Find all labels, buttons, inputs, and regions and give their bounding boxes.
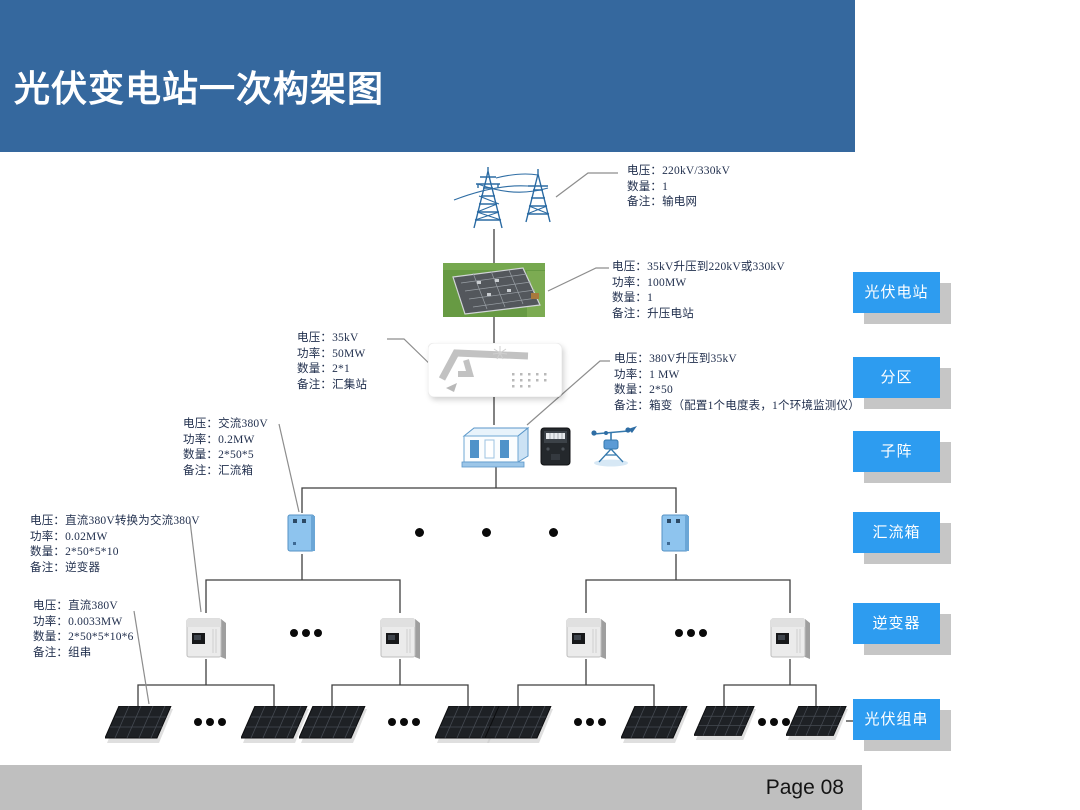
anno-line: 备注：逆变器 [30, 561, 101, 574]
ellipsis-dots [290, 629, 298, 637]
title-bar: 光伏变电站一次构架图 [0, 0, 855, 152]
anno-line: 功率：1 MW [614, 368, 680, 381]
anno-line: 备注：箱变（配置1个电度表，1个环境监测仪） [614, 399, 860, 412]
ellipsis-dots [574, 718, 582, 726]
ellipsis-dots [758, 718, 766, 726]
inverter-icon [185, 613, 229, 661]
page-title: 光伏变电站一次构架图 [14, 68, 385, 109]
annotation-collection-station: 电压：35kV 功率：50MW 数量：2*1 备注：汇集站 [297, 331, 367, 393]
anno-line: 备注：输电网 [627, 196, 698, 208]
substation-photo-icon [443, 263, 545, 317]
ellipsis-dots [194, 718, 202, 726]
stage-label-subarray: 子阵 [853, 431, 940, 472]
annotation-grid: 电压：220kV/330kV 数量：1 备注：输电网 [627, 164, 730, 211]
annotation-box-transformer: 电压：380V升压到35kV 功率：1 MW 数量：2*50 备注：箱变（配置1… [614, 352, 860, 414]
ellipsis-dots [314, 629, 322, 637]
inverter-icon [565, 613, 609, 661]
stage-label-pv-plant: 光伏电站 [853, 272, 940, 313]
page-number: Page 08 [765, 776, 844, 799]
ellipsis-dots [770, 718, 778, 726]
ellipsis-dots [586, 718, 594, 726]
anno-line: 备注：汇集站 [297, 378, 368, 391]
ellipsis-dots [412, 718, 420, 726]
anno-line: 备注：组串 [33, 646, 92, 659]
stage-label-combiner: 汇流箱 [853, 512, 940, 553]
annotation-string: 电压：直流380V 功率：0.0033MW 数量：2*50*5*10*6 备注：… [33, 599, 134, 661]
transmission-towers-icon [448, 164, 566, 234]
anno-line: 数量：2*50*5*10*6 [33, 631, 134, 643]
anno-line: 功率：0.02MW [30, 530, 108, 543]
anno-line: 电压：交流380V [183, 418, 268, 430]
ellipsis-dots [302, 629, 310, 637]
anno-line: 数量：1 [627, 180, 669, 193]
stage-label-zone: 分区 [853, 357, 940, 398]
stage-label-pv-string: 光伏组串 [853, 699, 940, 740]
anno-line: 电压：220kV/330kV [627, 165, 731, 177]
anno-line: 电压：35kV升压到220kV或330kV [612, 261, 785, 273]
inverter-icon [769, 613, 813, 661]
anno-line: 数量：2*50*5 [183, 449, 254, 461]
anno-line: 电压：380V升压到35kV [614, 353, 737, 365]
ellipsis-dots [687, 629, 695, 637]
stage-label-inverter: 逆变器 [853, 603, 940, 644]
ellipsis-dots [675, 629, 683, 637]
ellipsis-dots [415, 528, 424, 537]
pv-panel-icon [621, 706, 689, 746]
pv-panel-icon [241, 706, 309, 746]
ellipsis-dots [388, 718, 396, 726]
footer-bar: Page 08 [0, 765, 862, 810]
anno-line: 数量：2*50 [614, 384, 673, 396]
anno-line: 备注：升压电站 [612, 307, 694, 320]
inverter-icon [379, 613, 423, 661]
anno-line: 电压：直流380V [33, 600, 118, 612]
annotation-step-up-station: 电压：35kV升压到220kV或330kV 功率：100MW 数量：1 备注：升… [612, 260, 785, 322]
pv-panel-icon [299, 706, 367, 746]
ellipsis-dots [782, 718, 790, 726]
pv-panel-icon [786, 706, 848, 743]
ellipsis-dots [598, 718, 606, 726]
pv-panel-icon [485, 706, 553, 746]
anno-line: 功率：0.0033MW [33, 615, 123, 628]
weather-station-icon [584, 424, 638, 468]
anno-line: 功率：100MW [612, 276, 687, 289]
anno-line: 功率：50MW [297, 347, 366, 360]
anno-line: 功率：0.2MW [183, 433, 255, 446]
pv-panel-icon [694, 706, 756, 743]
ellipsis-dots [400, 718, 408, 726]
anno-line: 数量：1 [612, 292, 654, 304]
anno-line: 备注：汇流箱 [183, 464, 254, 477]
annotation-inverter: 电压：直流380V转换为交流380V 功率：0.02MW 数量：2*50*5*1… [30, 514, 200, 576]
ellipsis-dots [206, 718, 214, 726]
anno-line: 电压：35kV [297, 332, 359, 344]
annotation-combiner: 电压：交流380V 功率：0.2MW 数量：2*50*5 备注：汇流箱 [183, 417, 268, 479]
combiner-box-icon [287, 512, 317, 554]
anno-line: 电压：直流380V转换为交流380V [30, 515, 200, 527]
combiner-box-icon [661, 512, 691, 554]
energy-meter-icon [539, 426, 572, 467]
ellipsis-dots [699, 629, 707, 637]
ellipsis-dots [482, 528, 491, 537]
site-plan-icon [428, 343, 562, 397]
ellipsis-dots [549, 528, 558, 537]
ellipsis-dots [218, 718, 226, 726]
anno-line: 数量：2*50*5*10 [30, 546, 119, 558]
anno-line: 数量：2*1 [297, 363, 350, 375]
box-transformer-icon [458, 424, 532, 468]
pv-panel-icon [105, 706, 173, 746]
